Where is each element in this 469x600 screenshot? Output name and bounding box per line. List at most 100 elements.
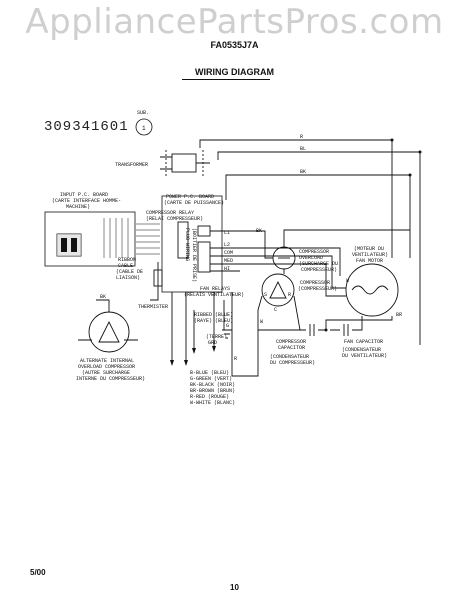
alt-overload-label-1: ALTERNATE INTERNAL: [80, 358, 134, 364]
overload-label-4: COMPRESSEUR): [301, 267, 337, 273]
ribbon-label-2: CABLE: [118, 263, 133, 269]
color-key-brown: BR-BROWN (BRUN): [190, 388, 235, 394]
plug-lead-wires: [171, 292, 259, 377]
fan-cap-label-2: (CONDENSATEUR: [342, 347, 381, 353]
wire-cap-br: [325, 316, 393, 330]
power-board-label-2: (CARTE DE PUISSANCE): [164, 200, 224, 206]
color-key-black: BK-BLACK (NOIR): [190, 382, 235, 388]
wire-code-w2: W: [260, 319, 263, 325]
fan-motor-label-3: FAN MOTOR: [356, 258, 383, 264]
color-key-red: R-RED (ROUGE): [190, 394, 229, 400]
wire-code-bk2: BK: [256, 228, 262, 234]
ribbon-label-4: LIAISON): [116, 275, 140, 281]
comp-cap-label-4: DU COMPRESSEUR): [270, 360, 315, 366]
display-fill: [56, 233, 82, 257]
alt-overload-label-2: OVERLOAD COMPRESSOR: [78, 364, 135, 370]
relay-term-hi: HI: [224, 266, 230, 272]
comp-cap-label-2: CAPACITOR: [278, 345, 305, 351]
transformer-brackets: [165, 150, 204, 176]
ground-label-2: GRD: [208, 340, 217, 346]
wire-code-bk3: BK: [100, 294, 106, 300]
wire-code-br: BR: [396, 312, 402, 318]
relay-term-com: COM: [224, 250, 233, 256]
input-board-label-1: INPUT P.C. BOARD: [60, 192, 108, 198]
plug-connector: [177, 221, 189, 259]
comp-cap-label-3: (CONDENSATEUR: [270, 354, 309, 360]
sub-number: 1: [142, 125, 146, 132]
ribbon-label-3: (CABLE DE: [116, 269, 143, 275]
compressor-symbol: [261, 273, 295, 307]
compressor-relay-label-2: (RELAI COMPRESSEUR): [146, 216, 203, 222]
color-key-green: G-GREEN (VERT): [190, 376, 232, 382]
power-pc-board: [161, 195, 223, 293]
alt-overload-symbol: [88, 311, 130, 353]
ground-label-1: (TERRE): [206, 334, 227, 340]
input-board-label-3: MACHINE): [66, 204, 90, 210]
wire-bk: [225, 174, 411, 258]
fan-motor-label-1: (MOTEUR DU: [354, 246, 384, 252]
ribbed-label-2: (RAYE) (BLEU): [194, 318, 233, 324]
title-underline: [182, 79, 270, 80]
compressor-capacitor-symbol: [296, 324, 326, 336]
fan-cap-label-1: FAN CAPACITOR: [344, 339, 383, 345]
fan-capacitor-symbol: [330, 316, 363, 336]
comp-term-s: S: [264, 292, 267, 298]
input-board-label-2: (CARTE INTERFACE HOMME-: [52, 198, 121, 204]
junction-dot: [418, 150, 422, 154]
display-digit-2: [71, 238, 77, 252]
sub-circle: [135, 118, 153, 136]
fan-relays-label-2: (RELAIS VENTILATEUR): [184, 292, 244, 298]
ground-symbol: [222, 329, 232, 339]
display-digit-1: [61, 238, 67, 252]
revision-date: 5/00: [30, 568, 46, 577]
color-key-blue: B-BLUE (BLEU): [190, 370, 229, 376]
compressor-label-1: COMPRESSOR: [300, 280, 330, 286]
plug-label-1: PLUG WIRING: [184, 228, 190, 261]
relay-term-med: MED: [224, 258, 233, 264]
page-title: WIRING DIAGRAM: [195, 67, 274, 77]
alt-overload-label-3: (AUTRE SURCHARGE: [82, 370, 130, 376]
plug-label-2: (BOITIER DE PRISE): [191, 228, 197, 282]
overload-label-1: COMPRESSOR: [299, 249, 329, 255]
ribbon-connector: [103, 218, 129, 258]
relay-term-l2: L2: [224, 242, 230, 248]
junction-dot: [390, 138, 394, 142]
page-number: 10: [230, 583, 239, 592]
wire-overload-bk: [283, 229, 410, 247]
fan-motor-label-2: VENTILATEUR): [352, 252, 388, 258]
fan-speed-wires: [240, 247, 346, 297]
arrow-heads: [170, 346, 216, 366]
thermistor-label: THERMISTER: [138, 304, 168, 310]
junction-dot: [408, 173, 412, 177]
fan-cap-label-3: DU VENTILATEUR): [342, 353, 387, 359]
wire-code-g: G: [226, 323, 229, 329]
alt-overload-windings: [98, 320, 120, 343]
relay-output-wires: [210, 230, 240, 272]
wire-bl: [217, 151, 421, 345]
compressor-relay-label-1: COMPRESSOR RELAY: [146, 210, 194, 216]
ribbon-cable-wires: [136, 223, 160, 255]
fan-relays-label-1: FAN RELAYS: [200, 286, 230, 292]
color-key-white: W-WHITE (BLANC): [190, 400, 235, 406]
transformer-core: [171, 153, 197, 173]
overload-label-2: OVERLOAD: [299, 255, 323, 261]
compressor-relay-box: [197, 225, 211, 237]
model-number: FA0535J7A: [210, 40, 259, 50]
compressor-windings: [269, 280, 287, 299]
wire-code-bl: BL: [300, 146, 306, 152]
input-pc-board: [44, 211, 136, 267]
comp-term-c: C: [274, 307, 277, 313]
thermistor-lead: [150, 262, 159, 301]
wire-code-bk: BK: [300, 169, 306, 175]
fan-motor-winding: [351, 285, 389, 295]
sub-label: SUB.: [137, 110, 149, 116]
part-number: 309341601: [44, 119, 129, 135]
alt-overload-label-4: INTERNE DU COMPRESSEUR): [76, 376, 145, 382]
compressor-label-2: (COMPRESSEUR): [298, 286, 337, 292]
wire-r: [199, 139, 393, 258]
fan-relays-box: [197, 241, 211, 273]
transformer-leads: [160, 156, 210, 170]
junction-dot: [324, 328, 328, 332]
ribbon-label-1: RIBBON: [118, 257, 136, 263]
